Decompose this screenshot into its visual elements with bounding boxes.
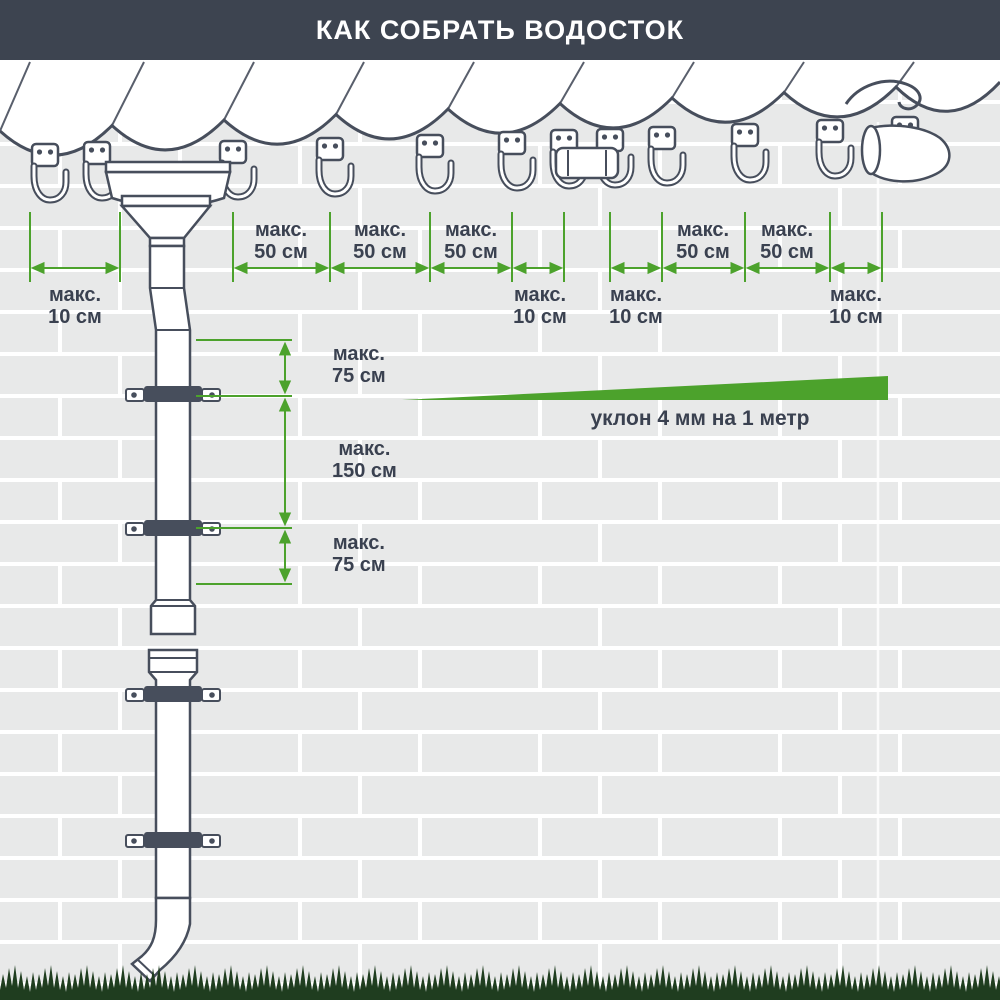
pipe-clamp [125,832,221,848]
dim-label-10cm: макс.10 см [48,284,102,329]
dim-label-50cm: макс.50 см [444,219,498,264]
gutter-funnel-section [104,160,232,248]
dim-label-50cm: макс.50 см [760,219,814,264]
dim-label-50cm: макс.50 см [254,219,308,264]
header: КАК СОБРАТЬ ВОДОСТОК [0,0,1000,60]
grass [0,964,1000,1000]
dim-label-150cm: макс.150 см [332,438,397,483]
roof-end-curl [844,79,922,111]
clamp-spacing-dimensions [196,339,292,585]
dim-label-50cm: макс.50 см [353,219,407,264]
dim-label-10cm: макс.10 см [829,284,883,329]
dim-label-50cm: макс.50 см [676,219,730,264]
dim-label-10cm: макс.10 см [609,284,663,329]
gutter-connector [554,146,620,180]
slope-wedge [402,376,888,400]
pipe-clamp [125,386,221,402]
dim-label-75cm: макс.75 см [332,343,386,388]
pipe-clamp [125,686,221,702]
dim-label-75cm: макс.75 см [332,532,386,577]
dim-label-10cm: макс.10 см [513,284,567,329]
page-title: КАК СОБРАТЬ ВОДОСТОК [315,14,685,45]
gutter-end-cap [860,124,951,183]
roof-corrugation-lines [0,61,915,132]
slope-label: уклон 4 мм на 1 метр [590,407,810,430]
downpipe [125,244,221,983]
funnel-rim [120,194,212,208]
hook-spacing-dimensions [29,212,883,282]
pipe-clamp [125,520,221,536]
